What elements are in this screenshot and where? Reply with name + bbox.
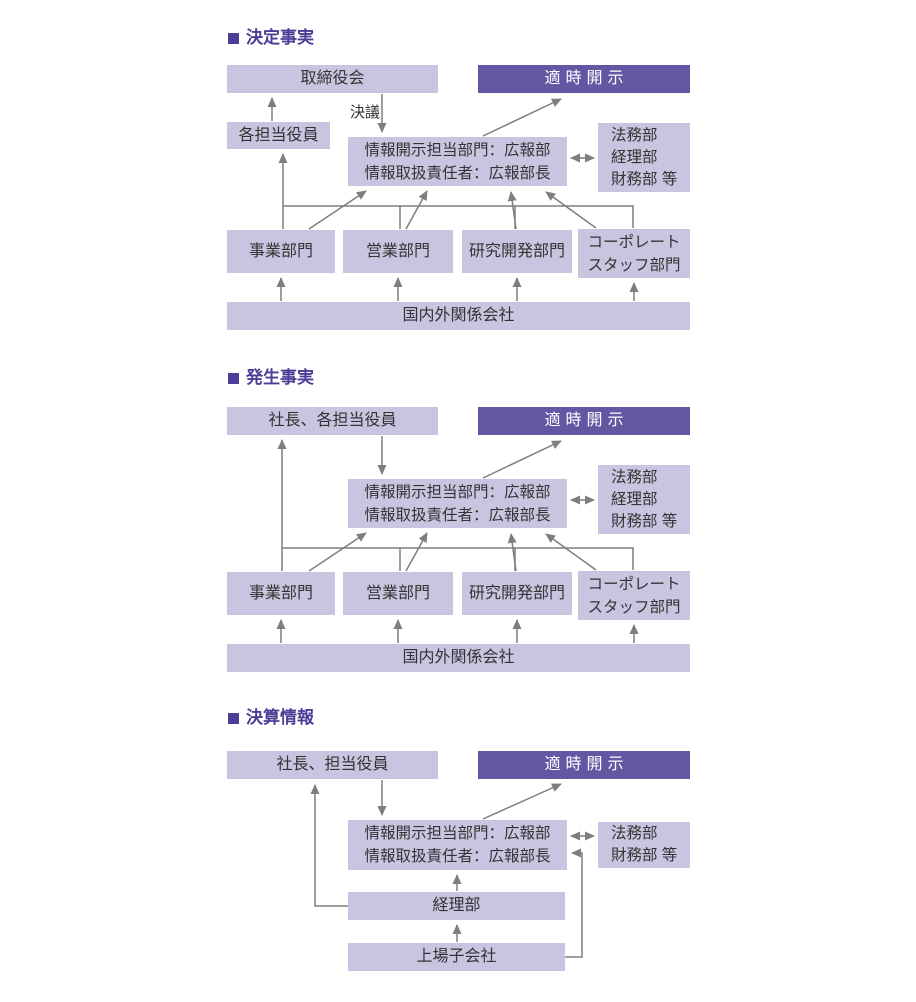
box-business-division-1: 事業部門 — [227, 230, 335, 273]
box-disclosure-department-2: 情報開示担当部門：広報部 情報取扱責任者：広報部長 — [348, 479, 567, 528]
box-label-line2: スタッフ部門 — [587, 598, 681, 616]
box-listed-subsidiaries: 上場子会社 — [348, 943, 565, 971]
box-label-line2: スタッフ部門 — [587, 256, 681, 274]
box-label-line2: 財務部 等 — [611, 847, 678, 864]
box-label: 国内外関係会社 — [402, 649, 515, 666]
square-bullet-icon — [228, 372, 239, 384]
box-support-departments-1: 法務部 経理部 財務部 等 — [598, 123, 690, 192]
box-label-line1: 情報開示担当部門：広報部 — [364, 483, 551, 501]
box-label-line2: 経理部 — [611, 490, 658, 508]
box-label: 社長、各担当役員 — [268, 412, 397, 429]
box-president-and-officers-3: 社長、担当役員 — [227, 751, 438, 779]
box-label-line1: 情報開示担当部門：広報部 — [364, 825, 551, 842]
box-support-departments-2: 法務部 経理部 財務部 等 — [598, 465, 690, 534]
box-corporate-staff-division-2: コーポレート スタッフ部門 — [578, 571, 690, 620]
box-board-of-directors: 取締役会 — [227, 65, 438, 93]
box-domestic-overseas-affiliates-2: 国内外関係会社 — [227, 644, 690, 672]
box-disclosure-department-1: 情報開示担当部門：広報部 情報取扱責任者：広報部長 — [348, 137, 567, 186]
box-label-line1: 法務部 — [611, 825, 658, 842]
box-label: 経理部 — [432, 897, 481, 914]
box-responsible-officers: 各担当役員 — [227, 122, 330, 149]
box-label: 上場子会社 — [416, 948, 497, 965]
box-sales-division-2: 営業部門 — [343, 572, 453, 615]
box-label-line2: 情報取扱責任者：広報部長 — [364, 848, 551, 865]
box-disclosure-department-3: 情報開示担当部門：広報部 情報取扱責任者：広報部長 — [348, 820, 567, 870]
box-label: 適時開示 — [544, 756, 629, 773]
box-timely-disclosure-3: 適時開示 — [478, 751, 690, 779]
box-business-division-2: 事業部門 — [227, 572, 335, 615]
box-label-line2: 経理部 — [611, 148, 658, 166]
section-title-text: 決算情報 — [246, 708, 314, 727]
box-label-line1: コーポレート — [587, 575, 681, 593]
box-label: 国内外関係会社 — [402, 307, 515, 324]
box-corporate-staff-division-1: コーポレート スタッフ部門 — [578, 229, 690, 278]
box-label-line2: 情報取扱責任者：広報部長 — [364, 164, 551, 182]
box-timely-disclosure-2: 適時開示 — [478, 407, 690, 435]
box-label: 適時開示 — [544, 412, 629, 429]
box-label: 営業部門 — [365, 584, 430, 602]
section-title-text: 決定事実 — [246, 28, 314, 47]
resolution-label: 決議 — [349, 104, 380, 121]
box-support-departments-3: 法務部 財務部 等 — [598, 822, 690, 868]
section-title-decision-facts: 決定事実 — [228, 28, 314, 48]
diagram1-arrows — [267, 94, 639, 301]
box-label: 営業部門 — [365, 242, 430, 260]
box-label: 事業部門 — [248, 584, 313, 602]
box-label: 事業部門 — [248, 242, 313, 260]
box-label: 取締役会 — [300, 70, 365, 87]
section-title-financial-results: 決算情報 — [228, 708, 314, 728]
diagram2-arrows — [276, 436, 639, 643]
square-bullet-icon — [228, 712, 239, 724]
box-label: 社長、担当役員 — [276, 756, 389, 773]
box-sales-division-1: 営業部門 — [343, 230, 453, 273]
box-label: 各担当役員 — [238, 126, 319, 144]
box-label-line1: コーポレート — [587, 233, 681, 251]
section-title-text: 発生事実 — [246, 368, 314, 387]
box-label-line1: 情報開示担当部門：広報部 — [364, 141, 551, 159]
box-accounting-department: 経理部 — [348, 892, 565, 920]
box-label: 研究開発部門 — [468, 242, 565, 260]
section-title-occurrence-facts: 発生事実 — [228, 368, 314, 388]
box-label-line3: 財務部 等 — [611, 512, 678, 530]
box-rnd-division-1: 研究開発部門 — [462, 230, 572, 273]
box-rnd-division-2: 研究開発部門 — [462, 572, 572, 615]
box-president-and-officers-2: 社長、各担当役員 — [227, 407, 438, 435]
box-label-line3: 財務部 等 — [611, 170, 678, 188]
box-domestic-overseas-affiliates-1: 国内外関係会社 — [227, 302, 690, 330]
box-label-line1: 法務部 — [611, 126, 658, 144]
diagram3-arrows — [310, 780, 595, 958]
box-timely-disclosure-1: 適時開示 — [478, 65, 690, 93]
box-label: 研究開発部門 — [468, 584, 565, 602]
square-bullet-icon — [228, 32, 239, 44]
box-label: 適時開示 — [544, 70, 629, 87]
box-label-line1: 法務部 — [611, 468, 658, 486]
box-label-line2: 情報取扱責任者：広報部長 — [364, 506, 551, 524]
